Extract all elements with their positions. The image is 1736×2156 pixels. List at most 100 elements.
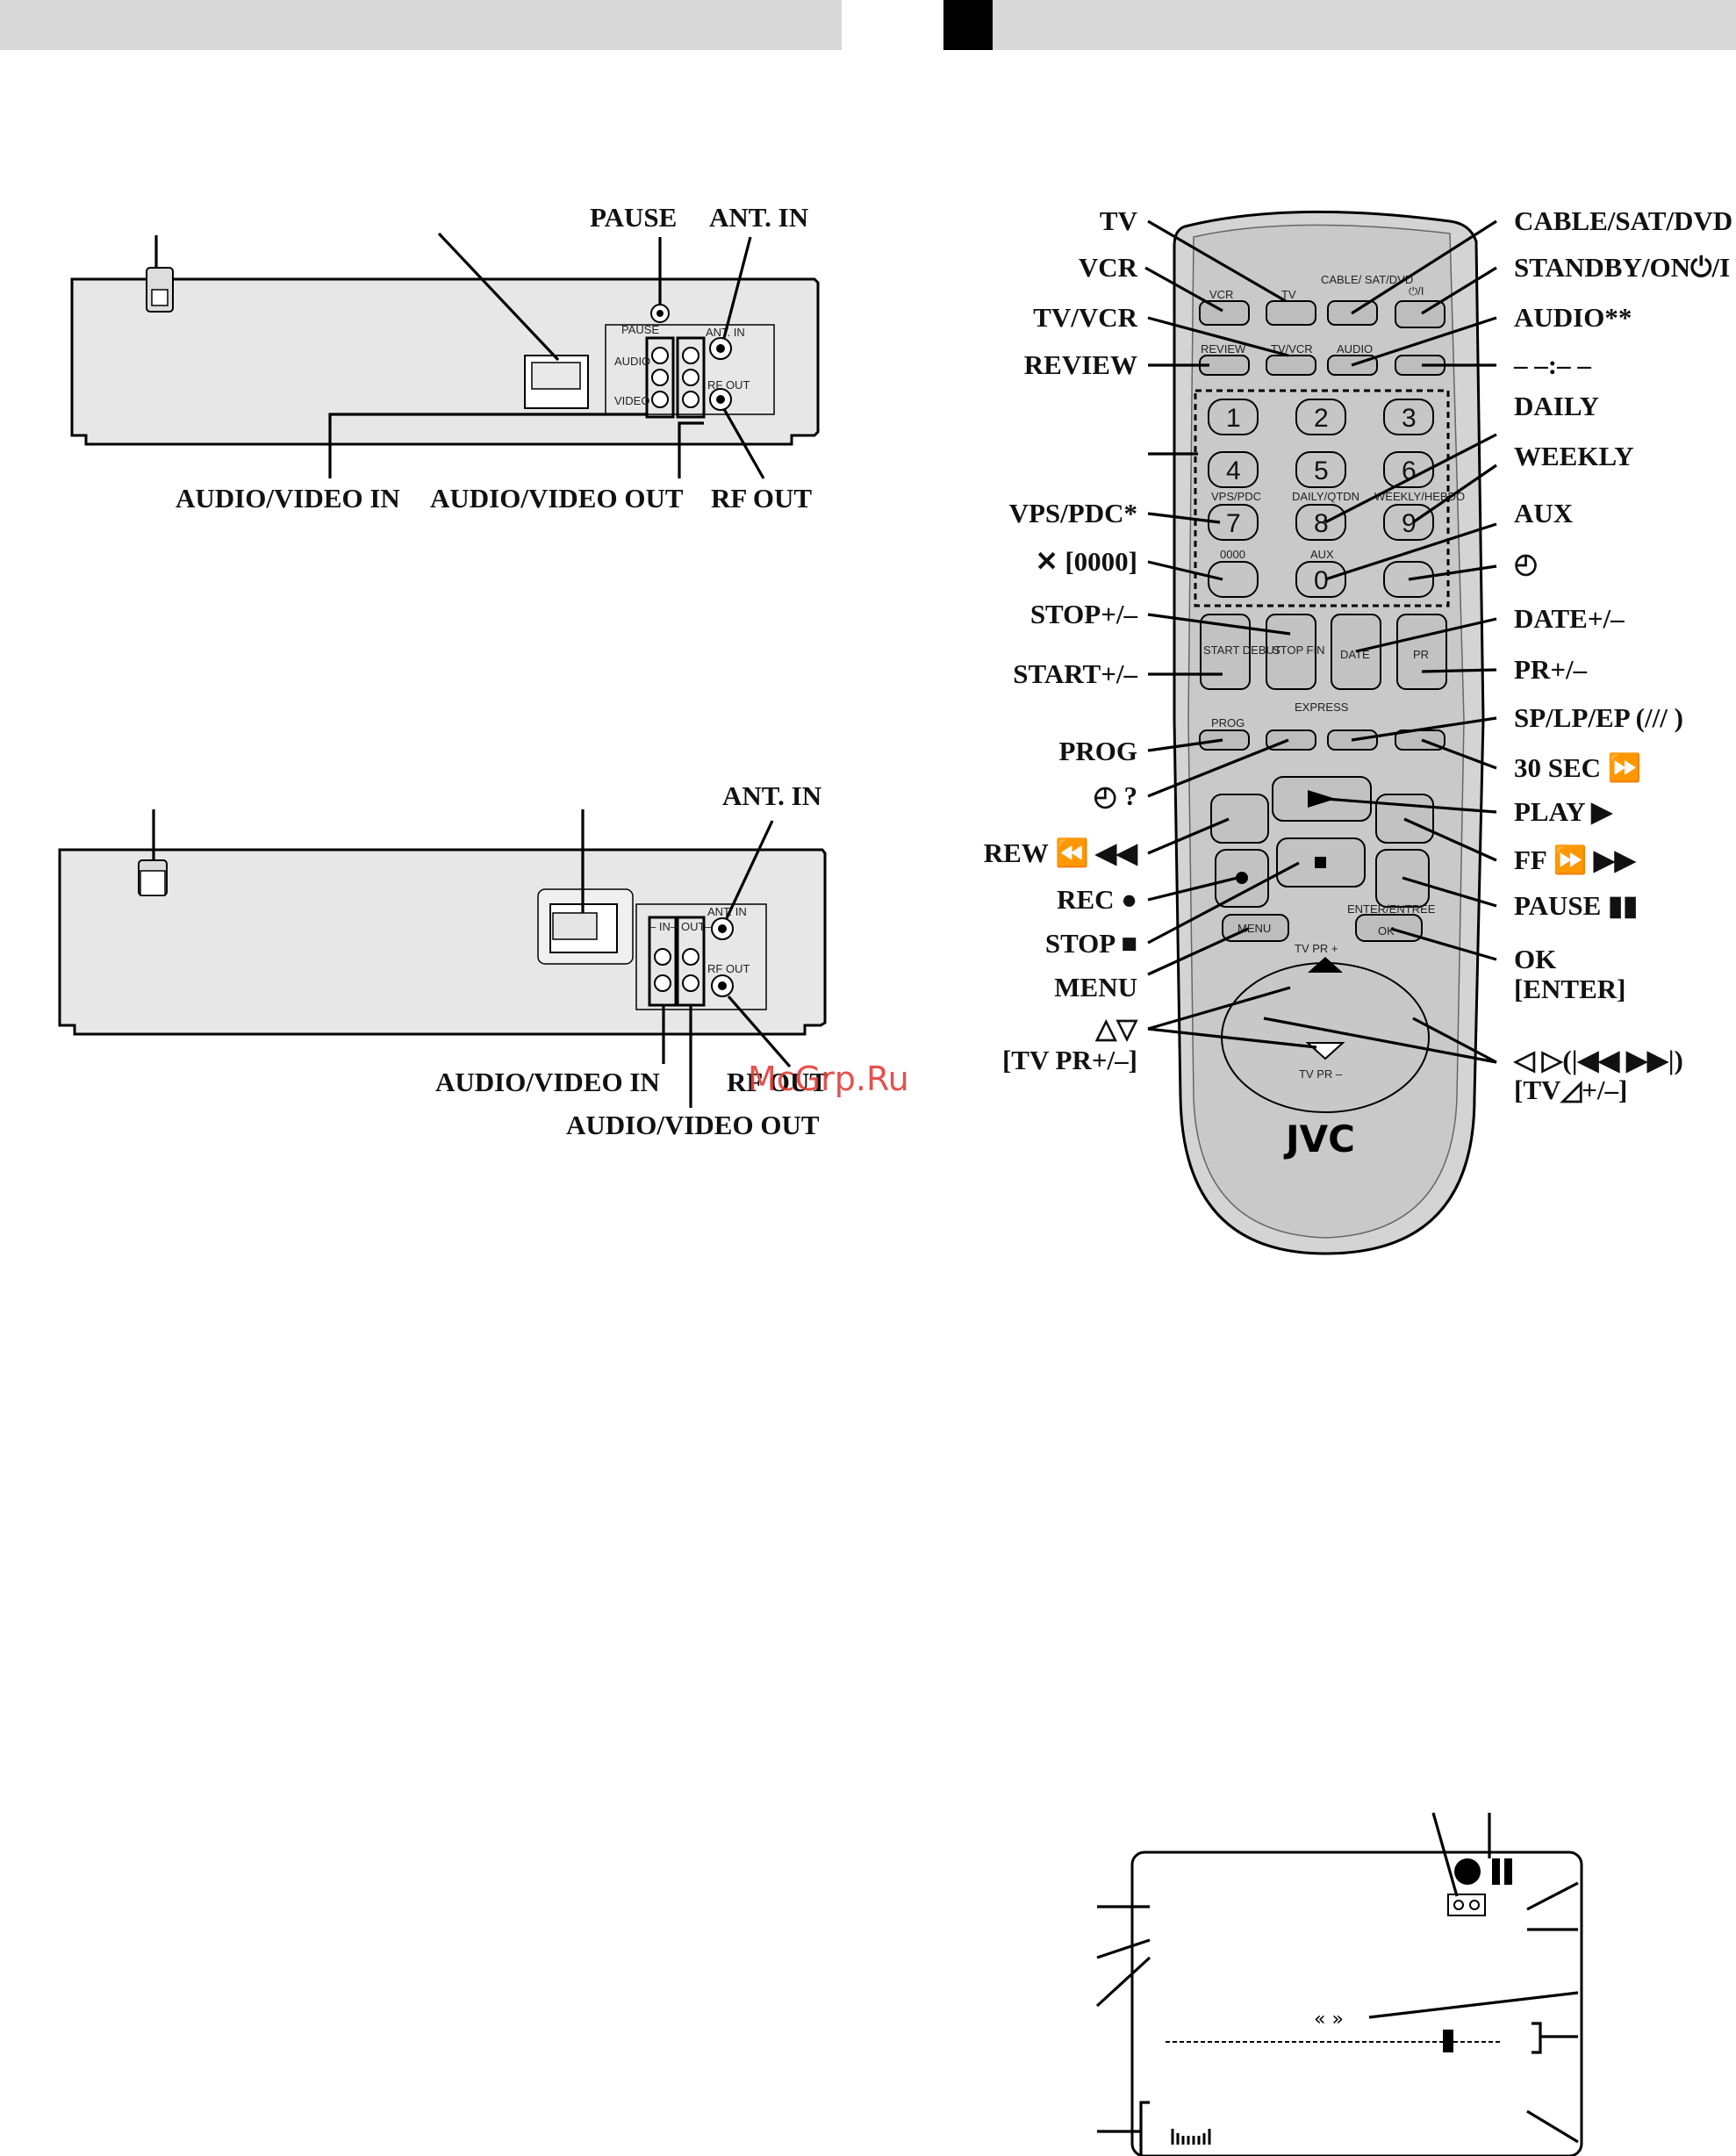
date-rocker[interactable] bbox=[1331, 614, 1381, 690]
label-stop-pm: STOP+/– bbox=[1030, 599, 1138, 629]
numpad: 1 2 3 4 5 6 7 8 9 0 VPS/PDC DAILY/QTDN W… bbox=[1208, 399, 1465, 598]
osd-screen: « » bbox=[1130, 1851, 1583, 2156]
label-cancel-0000: ✕ [0000] bbox=[1036, 546, 1137, 577]
label-sp-lp-ep: SP/LP/EP (/// ) bbox=[1514, 702, 1683, 733]
digit-3-key[interactable] bbox=[1383, 399, 1434, 435]
pr-text: PR bbox=[1413, 648, 1429, 661]
label-timer: ◴ bbox=[1514, 548, 1538, 579]
label-tv-vcr: TV/VCR bbox=[1033, 302, 1137, 333]
label-rf-out-top: RF OUT bbox=[711, 483, 812, 514]
aux-key-text: AUX bbox=[1310, 548, 1334, 561]
digit-4: 4 bbox=[1226, 456, 1241, 485]
rec-dot-icon bbox=[1454, 1858, 1481, 1885]
label-cable-sat-dvd: CABLE/SAT/DVD bbox=[1514, 205, 1732, 236]
digit-6-key[interactable] bbox=[1383, 451, 1434, 488]
label-tv-pr: [TV PR+/–] bbox=[1002, 1045, 1137, 1075]
signal-icon bbox=[1171, 2129, 1213, 2145]
vcr-key[interactable] bbox=[1199, 300, 1250, 326]
vps-pdc-key-text: VPS/PDC bbox=[1211, 490, 1261, 503]
rear-pause-text: PAUSE bbox=[621, 323, 659, 336]
digit-8: 8 bbox=[1314, 509, 1329, 538]
ok-key-text: OK bbox=[1378, 924, 1395, 938]
audio-key-text: AUDIO bbox=[1337, 342, 1373, 356]
right-header-tab bbox=[943, 0, 993, 50]
rear2-out-text: OUT– bbox=[681, 920, 712, 933]
cancel-key[interactable] bbox=[1208, 561, 1259, 598]
digit-3: 3 bbox=[1402, 404, 1417, 433]
rew-key[interactable] bbox=[1210, 794, 1269, 844]
digit-0: 0 bbox=[1314, 566, 1329, 595]
label-daily: DAILY bbox=[1514, 391, 1599, 421]
label-ant-in-top: ANT. IN bbox=[709, 202, 808, 233]
enter-entree-text: ENTER/ENTREE bbox=[1347, 902, 1436, 916]
code-0000-text: 0000 bbox=[1220, 548, 1245, 561]
tv-vcr-key[interactable] bbox=[1266, 355, 1316, 376]
tv-key-text: TV bbox=[1281, 288, 1296, 301]
shuttle-text: « » bbox=[1314, 2009, 1344, 2030]
cable-key-text: CABLE/ SAT/DVD bbox=[1321, 273, 1413, 286]
remote-control: VCR TV CABLE/ SAT/DVD ⏻/I REVIEW TV/VCR … bbox=[1173, 210, 1485, 1255]
digit-7: 7 bbox=[1226, 509, 1241, 538]
label-audio: AUDIO** bbox=[1514, 302, 1632, 333]
label-up-down: △▽ bbox=[1094, 1013, 1138, 1044]
standby-key-text: ⏻/I bbox=[1409, 284, 1424, 298]
digit-9: 9 bbox=[1402, 509, 1417, 538]
label-av-in-top: AUDIO/VIDEO IN bbox=[176, 483, 400, 514]
express-text: EXPRESS bbox=[1295, 701, 1349, 714]
label-tv-vol: [TV◿+/–] bbox=[1514, 1074, 1627, 1105]
label-pause-top: PAUSE bbox=[590, 202, 677, 233]
prog-key-text: PROG bbox=[1211, 716, 1245, 729]
label-30-sec: 30 SEC ⏩ bbox=[1514, 751, 1641, 783]
rear-rf-out-text: RF OUT bbox=[707, 378, 750, 392]
digit-8-key[interactable] bbox=[1295, 504, 1346, 541]
rear2-in-text: – IN– bbox=[649, 920, 678, 933]
ok-key[interactable] bbox=[1355, 914, 1423, 942]
digit-1-key[interactable] bbox=[1208, 399, 1259, 435]
label-timer-q: ◴ ? bbox=[1094, 780, 1137, 811]
label-ok: OK bbox=[1514, 944, 1556, 974]
tv-key[interactable] bbox=[1266, 300, 1316, 326]
rear2-rf-out-text: RF OUT bbox=[707, 962, 750, 975]
label-standby-on: STANDBY/ON⏻/I bbox=[1514, 252, 1730, 283]
digit-2-key[interactable] bbox=[1295, 399, 1346, 435]
label-menu: MENU bbox=[1054, 972, 1137, 1003]
label-prog: PROG bbox=[1058, 736, 1137, 766]
digit-4-key[interactable] bbox=[1208, 451, 1259, 488]
daily-key-text: DAILY/QTDN bbox=[1292, 490, 1359, 503]
label-left-right: ◁ ▷(|◀◀ ▶▶|) bbox=[1512, 1045, 1683, 1075]
stop-fin-text: STOP FIN bbox=[1273, 643, 1324, 657]
start-debut-text: START DEBUT bbox=[1203, 643, 1281, 657]
label-stop: STOP ■ bbox=[1045, 928, 1137, 959]
review-key-text: REVIEW bbox=[1201, 342, 1246, 356]
label-rf-out-bottom: RF OUT bbox=[727, 1067, 828, 1097]
remote-labels-right: CABLE/SAT/DVD STANDBY/ON⏻/I AUDIO** – –:… bbox=[1512, 205, 1732, 1105]
label-rew: REW ⏪ ◀◀ bbox=[984, 837, 1138, 868]
digit-9-key[interactable] bbox=[1383, 504, 1434, 541]
start-rocker[interactable] bbox=[1200, 614, 1251, 690]
label-date-pm: DATE+/– bbox=[1514, 603, 1625, 634]
digit-5-key[interactable] bbox=[1295, 451, 1346, 488]
nav-ring[interactable] bbox=[1221, 962, 1430, 1113]
label-weekly: WEEKLY bbox=[1514, 441, 1634, 471]
label-vps-pdc: VPS/PDC* bbox=[1009, 498, 1137, 528]
label-play: PLAY ▶ bbox=[1514, 796, 1613, 827]
rear2-ant-in-text: ANT. IN bbox=[707, 905, 747, 918]
label-dash: – –:– – bbox=[1513, 349, 1591, 380]
brand-logo: JVC bbox=[1283, 1118, 1355, 1161]
digit-1: 1 bbox=[1226, 404, 1241, 433]
label-pr-pm: PR+/– bbox=[1514, 654, 1588, 685]
label-ant-in-bottom: ANT. IN bbox=[722, 780, 821, 811]
left-header-bar bbox=[0, 0, 842, 50]
weekly-key-text: WEEKLY/HEBDO bbox=[1374, 490, 1465, 503]
rear-video-text: VIDEO bbox=[614, 394, 649, 407]
label-review: REVIEW bbox=[1024, 349, 1137, 380]
prog-key[interactable] bbox=[1199, 729, 1250, 751]
digit-0-key[interactable] bbox=[1295, 561, 1346, 598]
menu-key-text: MENU bbox=[1237, 922, 1271, 935]
label-tv: TV bbox=[1100, 205, 1138, 236]
label-enter: [ENTER] bbox=[1514, 974, 1625, 1004]
label-vcr: VCR bbox=[1079, 252, 1138, 283]
label-rec: REC ● bbox=[1057, 884, 1137, 915]
menu-key[interactable] bbox=[1222, 914, 1289, 942]
rear-panel-top: PAUSE AUDIO VIDEO ANT. IN RF OUT bbox=[70, 267, 820, 446]
